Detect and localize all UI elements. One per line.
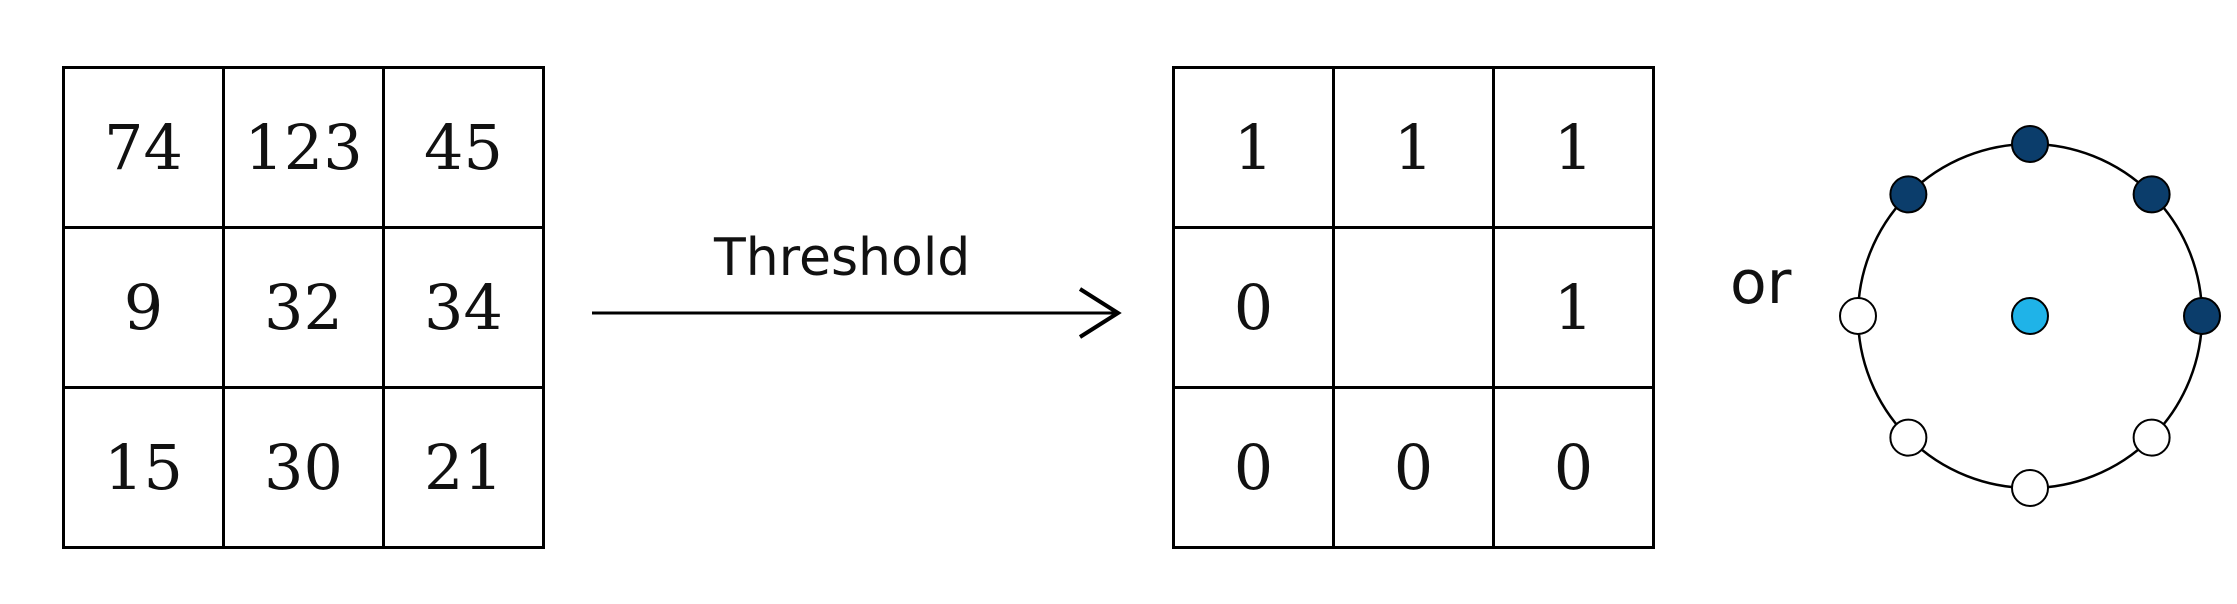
binary-cell: 0 — [1495, 389, 1655, 549]
input-cell: 123 — [225, 69, 385, 229]
input-cell: 32 — [225, 229, 385, 389]
threshold-label: Threshold — [714, 228, 971, 288]
neighbor-dot-bottom-right — [2132, 418, 2171, 457]
binary-cell: 0 — [1335, 389, 1495, 549]
arrow-head-icon — [1078, 287, 1122, 339]
binary-cell: 0 — [1175, 389, 1335, 549]
binary-cell: 1 — [1335, 69, 1495, 229]
neighbor-dot-top-left — [1889, 175, 1928, 214]
neighbor-dot-top-right — [2132, 175, 2171, 214]
input-cell: 74 — [65, 69, 225, 229]
binary-grid: 1 1 1 0 1 0 0 0 — [1172, 66, 1655, 549]
threshold-arrow — [592, 287, 1122, 339]
neighbor-dot-left — [1839, 297, 1877, 335]
neighbor-dot-right — [2183, 297, 2221, 335]
binary-cell: 1 — [1495, 229, 1655, 389]
input-grid: 74 123 45 9 32 34 15 30 21 — [62, 66, 545, 549]
input-cell: 30 — [225, 389, 385, 549]
binary-cell: 1 — [1495, 69, 1655, 229]
binary-cell-center — [1335, 229, 1495, 389]
input-cell: 45 — [385, 69, 545, 229]
binary-cell: 1 — [1175, 69, 1335, 229]
neighbor-dot-bottom-left — [1889, 418, 1928, 457]
input-cell: 21 — [385, 389, 545, 549]
neighbor-dot-top — [2011, 125, 2049, 163]
circle-pattern — [1839, 125, 2221, 507]
center-dot — [2011, 297, 2049, 335]
neighbor-dot-bottom — [2011, 469, 2049, 507]
input-cell: 9 — [65, 229, 225, 389]
input-cell: 15 — [65, 389, 225, 549]
or-label: or — [1730, 248, 1792, 318]
binary-cell: 0 — [1175, 229, 1335, 389]
input-cell: 34 — [385, 229, 545, 389]
